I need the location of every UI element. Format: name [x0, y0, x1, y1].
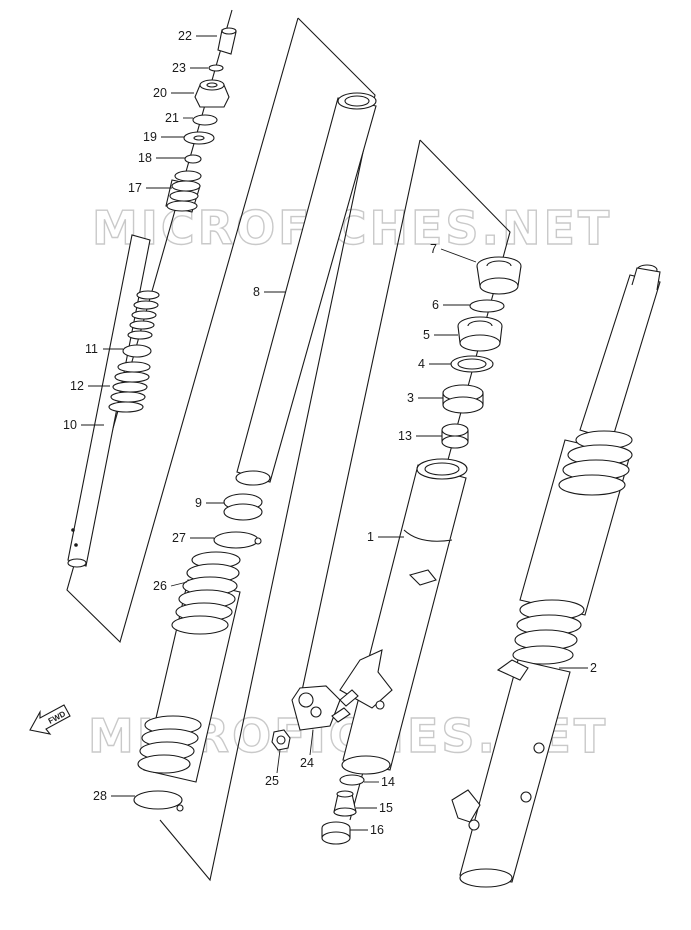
callout-3: 3 — [407, 391, 414, 405]
callout-5: 5 — [423, 328, 430, 342]
callout-27: 27 — [172, 531, 186, 545]
cap-bolt — [194, 79, 230, 108]
top-spring — [165, 170, 202, 213]
callout-4: 4 — [418, 357, 425, 371]
callout-8: 8 — [253, 285, 260, 299]
slide-bushing-lower — [223, 503, 263, 521]
assembly-outline-center — [159, 17, 376, 882]
drain-bolt — [333, 790, 357, 817]
boot-clamp-lower — [133, 790, 184, 812]
callout-28: 28 — [93, 789, 107, 803]
callout-7: 7 — [430, 242, 437, 256]
guide-bushing — [442, 384, 484, 414]
callout-19: 19 — [143, 130, 157, 144]
damper-rod — [67, 234, 151, 568]
callout-20: 20 — [153, 86, 167, 100]
fwd-arrow-icon: FWD — [29, 704, 71, 735]
callout-22: 22 — [178, 29, 192, 43]
callout-14: 14 — [381, 775, 395, 789]
callout-9: 9 — [195, 496, 202, 510]
fork-boot — [137, 551, 241, 783]
rebound-spring — [108, 361, 151, 413]
circlip — [184, 154, 202, 164]
callout-26: 26 — [153, 579, 167, 593]
leader-7 — [440, 248, 477, 263]
washer-hole — [193, 135, 205, 141]
holder-nut — [271, 729, 291, 751]
callout-12: 12 — [70, 379, 84, 393]
air-valve — [217, 27, 237, 55]
small-o-ring — [208, 64, 224, 72]
boot-clamp-upper — [213, 531, 262, 549]
callout-6: 6 — [432, 298, 439, 312]
callout-13: 13 — [398, 429, 412, 443]
leader-26 — [170, 581, 188, 587]
damper-spring — [127, 290, 160, 340]
callout-2: 2 — [590, 661, 597, 675]
callout-1: 1 — [367, 530, 374, 544]
piston-ring — [122, 344, 152, 358]
front-fork-assembly — [451, 264, 661, 888]
callout-25: 25 — [265, 774, 279, 788]
axle-holder — [291, 685, 359, 731]
oil-seal — [457, 316, 503, 352]
seal-spacer — [450, 355, 494, 373]
callout-24: 24 — [300, 756, 314, 770]
callout-16: 16 — [370, 823, 384, 837]
callout-11: 11 — [85, 342, 98, 356]
leader-25 — [276, 749, 281, 774]
assembly-outline-left — [66, 9, 299, 644]
callout-23: 23 — [172, 61, 186, 75]
drain-washer — [339, 774, 365, 786]
inner-tube — [235, 92, 377, 486]
callout-15: 15 — [379, 801, 393, 815]
callout-17: 17 — [128, 181, 142, 195]
callout-10: 10 — [63, 418, 77, 432]
callout-21: 21 — [165, 111, 179, 125]
o-ring — [192, 114, 218, 126]
callout-18: 18 — [138, 151, 152, 165]
drain-gasket — [321, 821, 351, 845]
stopper-ring — [469, 299, 505, 313]
assembly-outline-right-inner — [299, 139, 421, 701]
oil-lock-piece — [441, 423, 469, 449]
leader-24 — [309, 729, 314, 756]
dust-seal — [476, 256, 522, 295]
